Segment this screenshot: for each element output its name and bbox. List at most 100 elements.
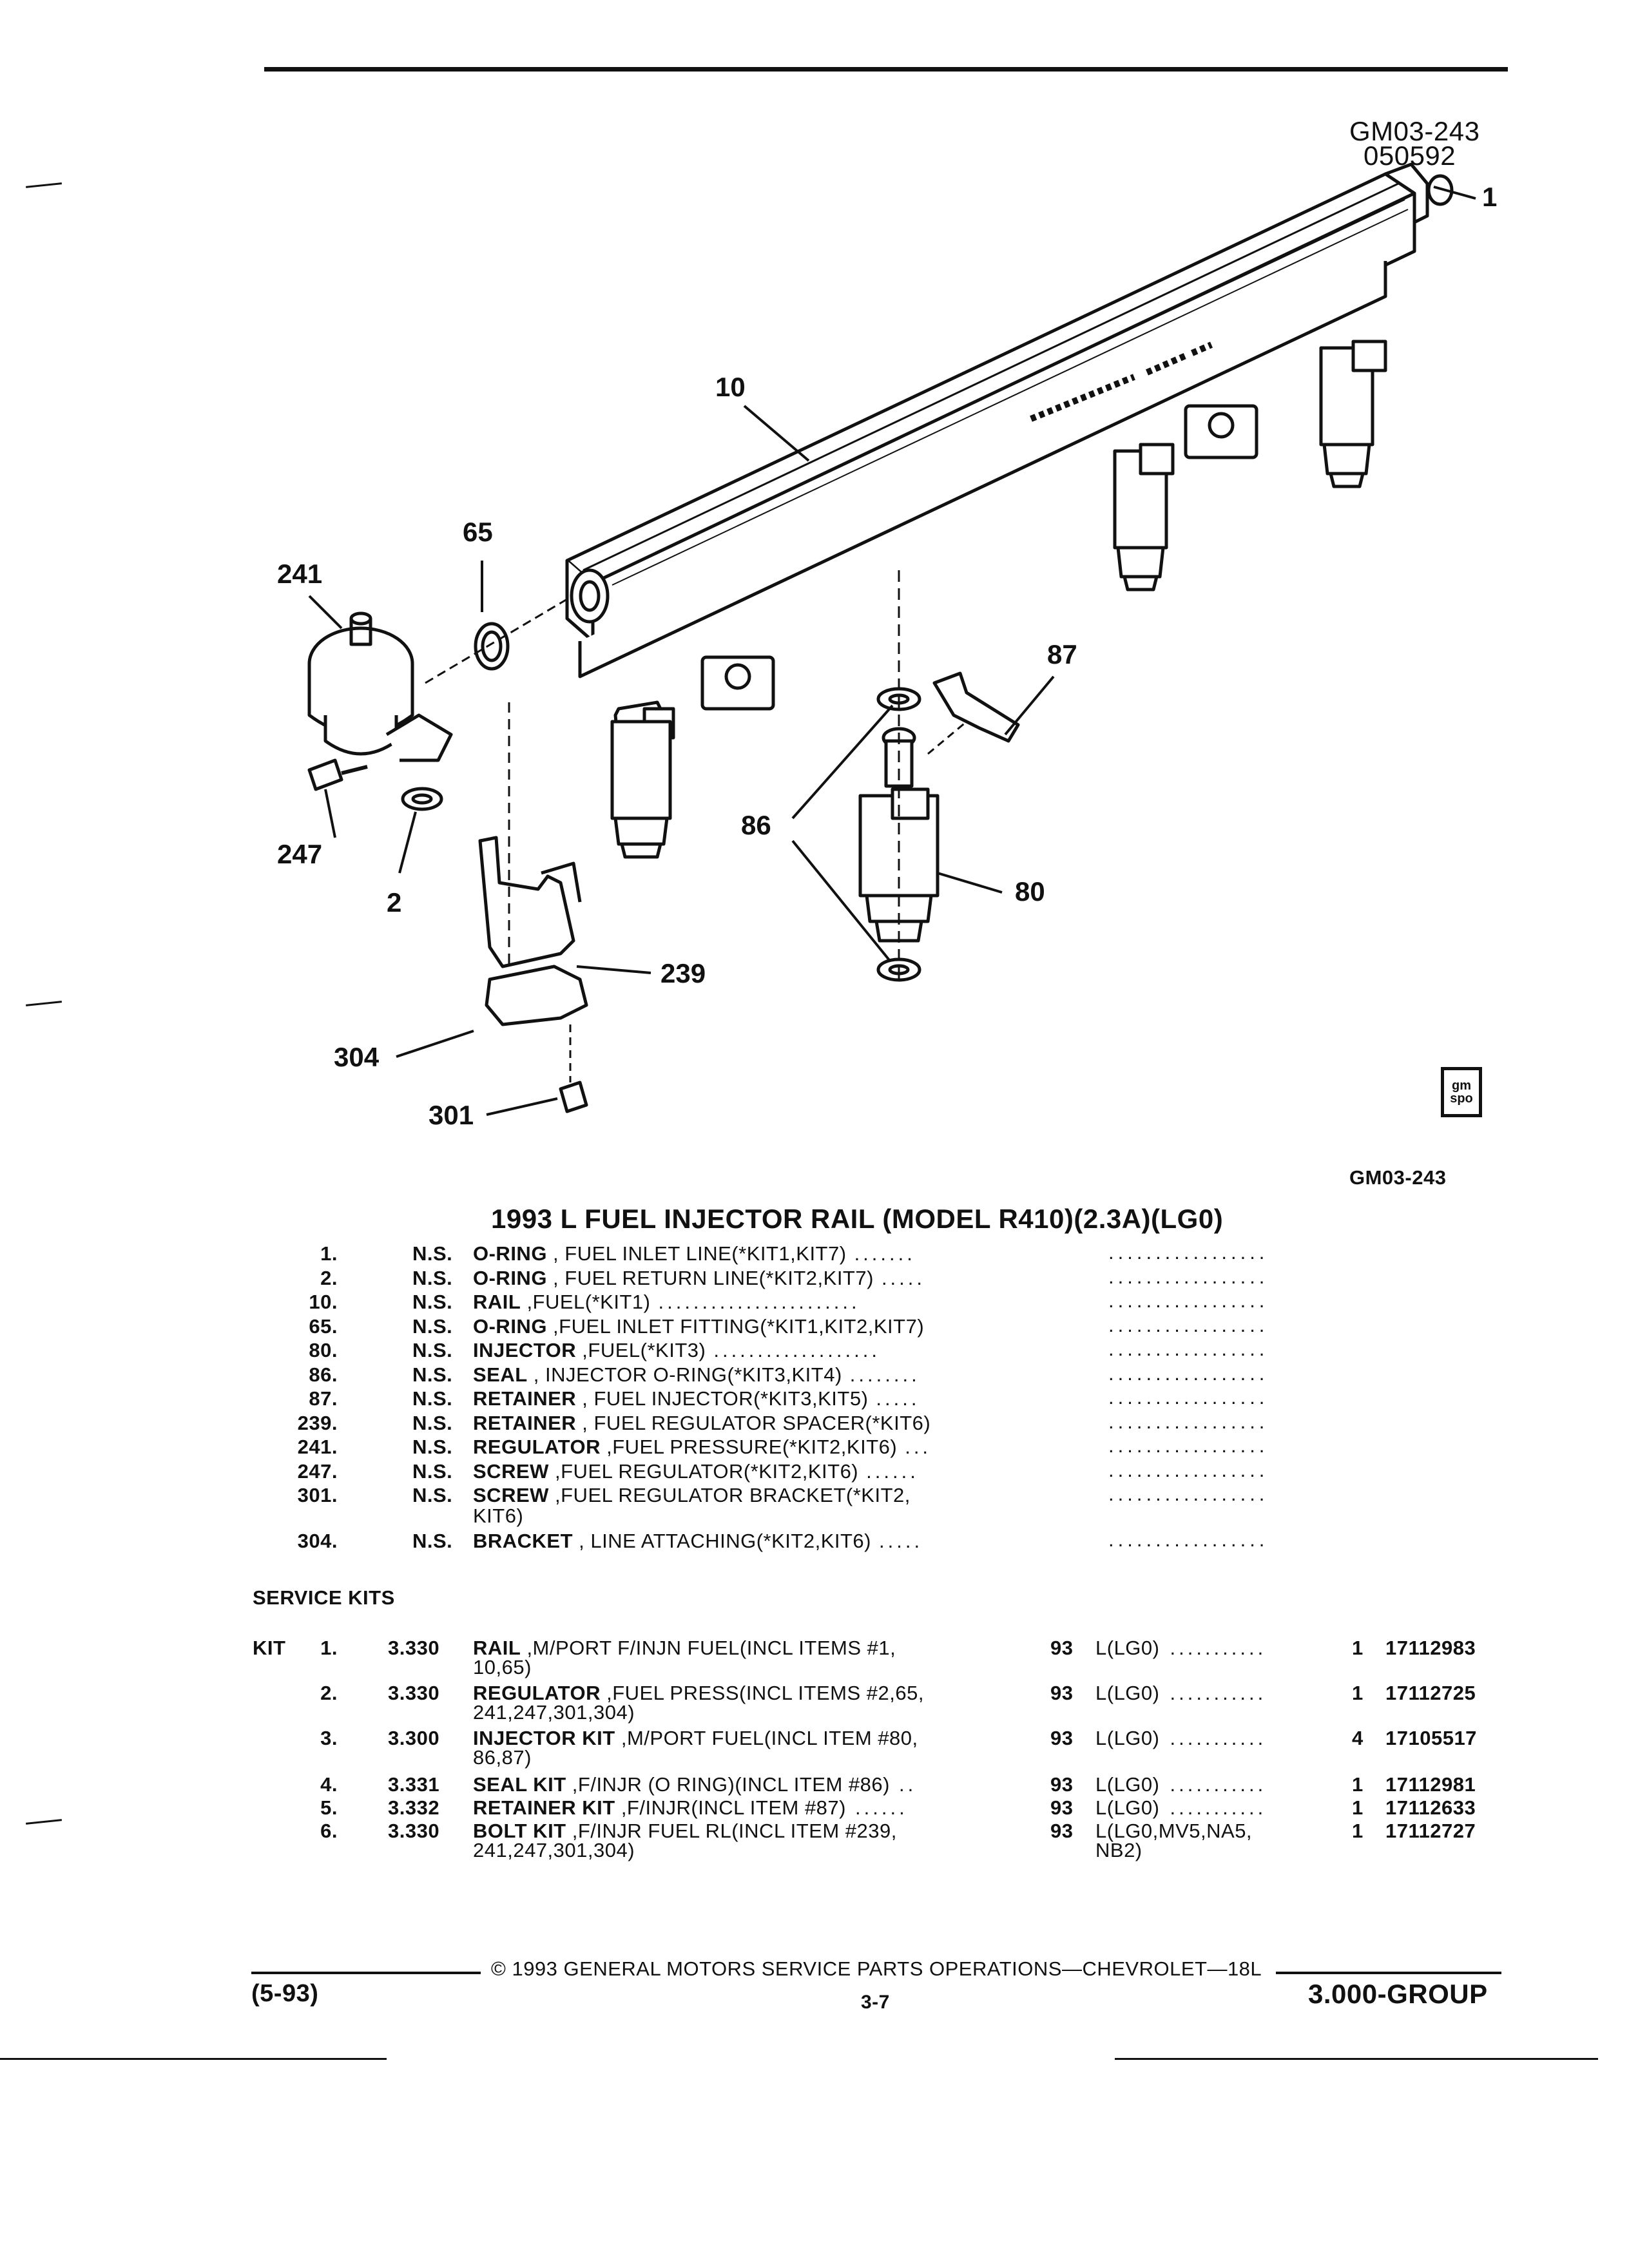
- part-description: RETAINER , FUEL INJECTOR(*KIT3,KIT5)....…: [473, 1387, 920, 1410]
- callout-10: 10: [715, 372, 746, 402]
- not-serviced-flag: N.S.: [412, 1266, 453, 1289]
- kit-label: KIT: [253, 1637, 286, 1659]
- kit-name: RAIL: [473, 1637, 521, 1659]
- not-serviced-flag: N.S.: [412, 1411, 453, 1434]
- not-serviced-flag: N.S.: [412, 1291, 453, 1313]
- part-name: RETAINER: [473, 1387, 577, 1410]
- not-serviced-flag: N.S.: [412, 1484, 453, 1506]
- figure-id-bottom: GM03-243: [1349, 1166, 1447, 1189]
- part-name: SEAL: [473, 1363, 528, 1386]
- model-code-text: L(LG0): [1095, 1682, 1160, 1704]
- right-leader-dots: .................: [1108, 1313, 1269, 1336]
- right-leader-dots: .................: [1108, 1458, 1269, 1481]
- part-number: 17105517: [1385, 1727, 1477, 1749]
- group-number: 3.330: [388, 1820, 440, 1842]
- kit-detail: ,FUEL PRESS(INCL ITEMS #2,65,: [600, 1682, 924, 1704]
- right-leader-dots: .................: [1108, 1361, 1269, 1385]
- leader-dots: ...........: [1170, 1796, 1267, 1819]
- logo-text-gm: gm: [1452, 1079, 1471, 1093]
- part-detail: ,FUEL PRESSURE(*KIT2,KIT6): [600, 1436, 898, 1458]
- part-description: SEAL , INJECTOR O-RING(*KIT3,KIT4)......…: [473, 1363, 920, 1387]
- part-description: O-RING , FUEL RETURN LINE(*KIT2,KIT7)...…: [473, 1267, 925, 1290]
- leader-dots: ...........: [1170, 1727, 1267, 1749]
- group-number: 3.300: [388, 1727, 440, 1749]
- part-detail: , FUEL REGULATOR SPACER(*KIT6): [576, 1411, 931, 1434]
- leader-dots: ...........: [1170, 1637, 1267, 1659]
- model-year: 93: [1050, 1773, 1074, 1796]
- model-code: L(LG0)...........: [1095, 1796, 1266, 1820]
- kit-detail: ,F/INJR FUEL RL(INCL ITEM #239,: [566, 1820, 897, 1842]
- model-code-text: L(LG0): [1095, 1637, 1160, 1659]
- not-serviced-flag: N.S.: [412, 1363, 453, 1386]
- part-name: RETAINER: [473, 1411, 577, 1434]
- kit-name: INJECTOR KIT: [473, 1727, 615, 1749]
- model-code: L(LG0)...........: [1095, 1637, 1266, 1660]
- callout-87: 87: [1047, 639, 1077, 669]
- section-title: 1993 L FUEL INJECTOR RAIL (MODEL R410)(2…: [491, 1204, 1224, 1234]
- kit-number: 3.: [320, 1727, 338, 1749]
- item-number: 86.: [309, 1363, 338, 1386]
- footer-rule-left: [251, 1972, 481, 1974]
- kit-description: SEAL KIT ,F/INJR (O RING)(INCL ITEM #86)…: [473, 1773, 916, 1796]
- quantity: 1: [1352, 1796, 1364, 1819]
- group-number: 3.331: [388, 1773, 440, 1796]
- part-description: BRACKET , LINE ATTACHING(*KIT2,KIT6)....…: [473, 1530, 923, 1553]
- leader-dots: ...........: [1170, 1682, 1267, 1704]
- top-rule: [264, 67, 1508, 72]
- part-detail: , LINE ATTACHING(*KIT2,KIT6): [573, 1530, 871, 1553]
- part-detail: ,FUEL(*KIT1): [521, 1291, 651, 1313]
- part-number: 17112981: [1385, 1773, 1476, 1796]
- group-number: 3.332: [388, 1796, 440, 1819]
- kit-name: RETAINER KIT: [473, 1796, 615, 1819]
- part-name: O-RING: [473, 1242, 547, 1265]
- part-detail: , FUEL INLET LINE(*KIT1,KIT7): [546, 1242, 847, 1265]
- part-name: O-RING: [473, 1314, 547, 1338]
- part-name: SCREW: [473, 1484, 549, 1506]
- quantity: 4: [1352, 1727, 1364, 1749]
- kit-description-continued: 10,65): [473, 1656, 532, 1678]
- not-serviced-flag: N.S.: [412, 1339, 453, 1361]
- callout-247: 247: [277, 839, 322, 869]
- leader-dots: ...................: [713, 1339, 880, 1361]
- group-number: 3.330: [388, 1637, 440, 1659]
- item-number: 247.: [297, 1459, 338, 1483]
- part-name: INJECTOR: [473, 1339, 577, 1361]
- leader-dots: ..: [898, 1773, 917, 1796]
- not-serviced-flag: N.S.: [412, 1530, 453, 1553]
- callout-301: 301: [429, 1100, 474, 1130]
- item-number: 239.: [297, 1411, 338, 1434]
- model-code-text: L(LG0): [1095, 1796, 1160, 1819]
- part-name: O-RING: [473, 1266, 547, 1289]
- right-leader-dots: .................: [1108, 1289, 1269, 1312]
- kit-number: 5.: [320, 1796, 338, 1819]
- part-detail: , FUEL INJECTOR(*KIT3,KIT5): [576, 1387, 869, 1410]
- model-code: L(LG0,MV5,NA5,: [1095, 1820, 1252, 1843]
- callout-241: 241: [277, 559, 322, 589]
- part-description: O-RING ,FUEL INLET FITTING(*KIT1,KIT2,KI…: [473, 1315, 932, 1338]
- part-number: 17112727: [1385, 1820, 1476, 1842]
- part-number: 17112725: [1385, 1682, 1476, 1704]
- part-description: O-RING , FUEL INLET LINE(*KIT1,KIT7)....…: [473, 1242, 916, 1265]
- part-number: 17112983: [1385, 1637, 1476, 1659]
- callout-1: 1: [1482, 182, 1497, 212]
- part-name: REGULATOR: [473, 1436, 601, 1458]
- callout-80: 80: [1015, 876, 1045, 907]
- kit-number: 2.: [320, 1682, 338, 1704]
- not-serviced-flag: N.S.: [412, 1242, 453, 1265]
- part-name: RAIL: [473, 1291, 521, 1313]
- gm-spo-logo: gm spo: [1441, 1067, 1482, 1117]
- model-year: 93: [1050, 1637, 1074, 1659]
- callout-2: 2: [387, 887, 401, 918]
- footer-rule-right: [1276, 1972, 1501, 1974]
- model-year: 93: [1050, 1727, 1074, 1749]
- not-serviced-flag: N.S.: [412, 1314, 453, 1338]
- kit-number: 4.: [320, 1773, 338, 1796]
- not-serviced-flag: N.S.: [412, 1436, 453, 1458]
- kit-detail: ,F/INJR (O RING)(INCL ITEM #86): [566, 1773, 890, 1796]
- footer-copyright: © 1993 GENERAL MOTORS SERVICE PARTS OPER…: [491, 1957, 1262, 1980]
- part-description: RAIL ,FUEL(*KIT1).......................: [473, 1291, 860, 1314]
- part-detail: ,FUEL INLET FITTING(*KIT1,KIT2,KIT7): [546, 1314, 925, 1338]
- part-description-continued: KIT6): [473, 1504, 524, 1527]
- kit-description: REGULATOR ,FUEL PRESS(INCL ITEMS #2,65,: [473, 1682, 924, 1705]
- part-name: SCREW: [473, 1459, 549, 1483]
